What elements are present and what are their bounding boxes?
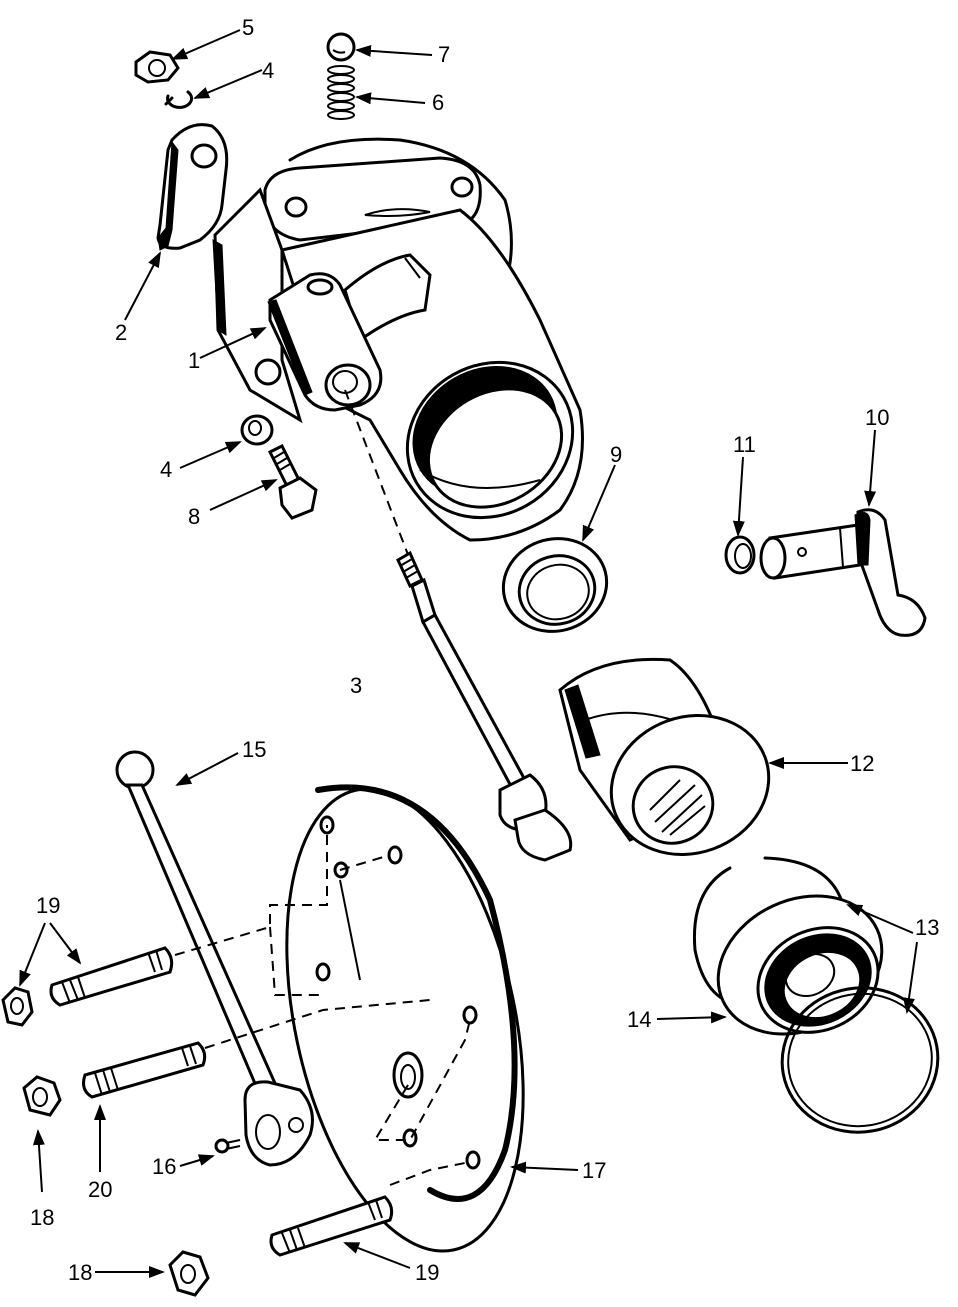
nut-part-18-upper bbox=[22, 1075, 62, 1117]
callout-15: 15 bbox=[242, 737, 266, 762]
callout-8: 8 bbox=[188, 504, 200, 529]
stud-part-19-upper bbox=[49, 946, 174, 1007]
callout-9: 9 bbox=[610, 442, 622, 467]
callout-14: 14 bbox=[627, 1007, 651, 1032]
nut-part-5 bbox=[134, 50, 180, 84]
callout-6: 6 bbox=[432, 90, 444, 115]
callout-2: 2 bbox=[115, 320, 127, 345]
callout-19-lower: 19 bbox=[415, 1260, 439, 1285]
callout-20: 20 bbox=[88, 1177, 112, 1202]
nut-part-19 bbox=[1, 986, 34, 1027]
cover-plate-part-17 bbox=[285, 784, 525, 1253]
callout-1: 1 bbox=[188, 348, 200, 373]
callout-10: 10 bbox=[865, 405, 889, 430]
callout-5: 5 bbox=[242, 15, 254, 40]
lever-rod-part-15 bbox=[115, 750, 314, 1167]
spring-part-6 bbox=[327, 65, 355, 120]
boss-part-1 bbox=[254, 272, 383, 412]
leader-lines bbox=[19, 29, 918, 1278]
stud-part-20 bbox=[82, 1041, 207, 1099]
callout-11: 11 bbox=[733, 432, 756, 457]
alignment-line-shaft bbox=[344, 389, 411, 561]
pin-part-16 bbox=[214, 1138, 241, 1154]
washer-part-11 bbox=[724, 535, 756, 575]
callout-17: 17 bbox=[582, 1158, 606, 1183]
callout-13: 13 bbox=[915, 915, 939, 940]
callout-labels: 5 4 7 6 2 1 4 8 9 11 10 3 12 15 13 19 14… bbox=[30, 15, 939, 1285]
ball-part-7 bbox=[326, 32, 356, 62]
bearing-part-14 bbox=[716, 894, 884, 1036]
callout-4-lower: 4 bbox=[160, 457, 172, 482]
bolt-part-8 bbox=[267, 443, 318, 520]
snap-ring-part-13-lower bbox=[780, 986, 940, 1134]
callout-18-lower: 18 bbox=[68, 1260, 92, 1285]
lever-part-2 bbox=[156, 123, 229, 251]
callout-3: 3 bbox=[350, 673, 362, 698]
callout-4-top: 4 bbox=[262, 58, 274, 83]
stud-part-19-lower bbox=[269, 1195, 394, 1257]
callout-16: 16 bbox=[152, 1154, 176, 1179]
callout-7: 7 bbox=[438, 42, 450, 67]
callout-18-upper: 18 bbox=[30, 1205, 54, 1230]
lock-washer-part-4-top bbox=[164, 90, 194, 109]
alignment-lines-studs bbox=[174, 825, 471, 1186]
lock-washer-part-4-lower bbox=[240, 414, 274, 446]
shift-shaft-part-10 bbox=[759, 508, 927, 637]
bushing-part-9 bbox=[501, 537, 609, 633]
shaft-part-3 bbox=[396, 550, 573, 862]
nut-part-18-lower bbox=[168, 1250, 210, 1297]
housing-body bbox=[212, 137, 584, 542]
coupling-part-12 bbox=[558, 657, 771, 857]
callout-19-upper: 19 bbox=[36, 893, 60, 918]
callout-12: 12 bbox=[850, 751, 874, 776]
